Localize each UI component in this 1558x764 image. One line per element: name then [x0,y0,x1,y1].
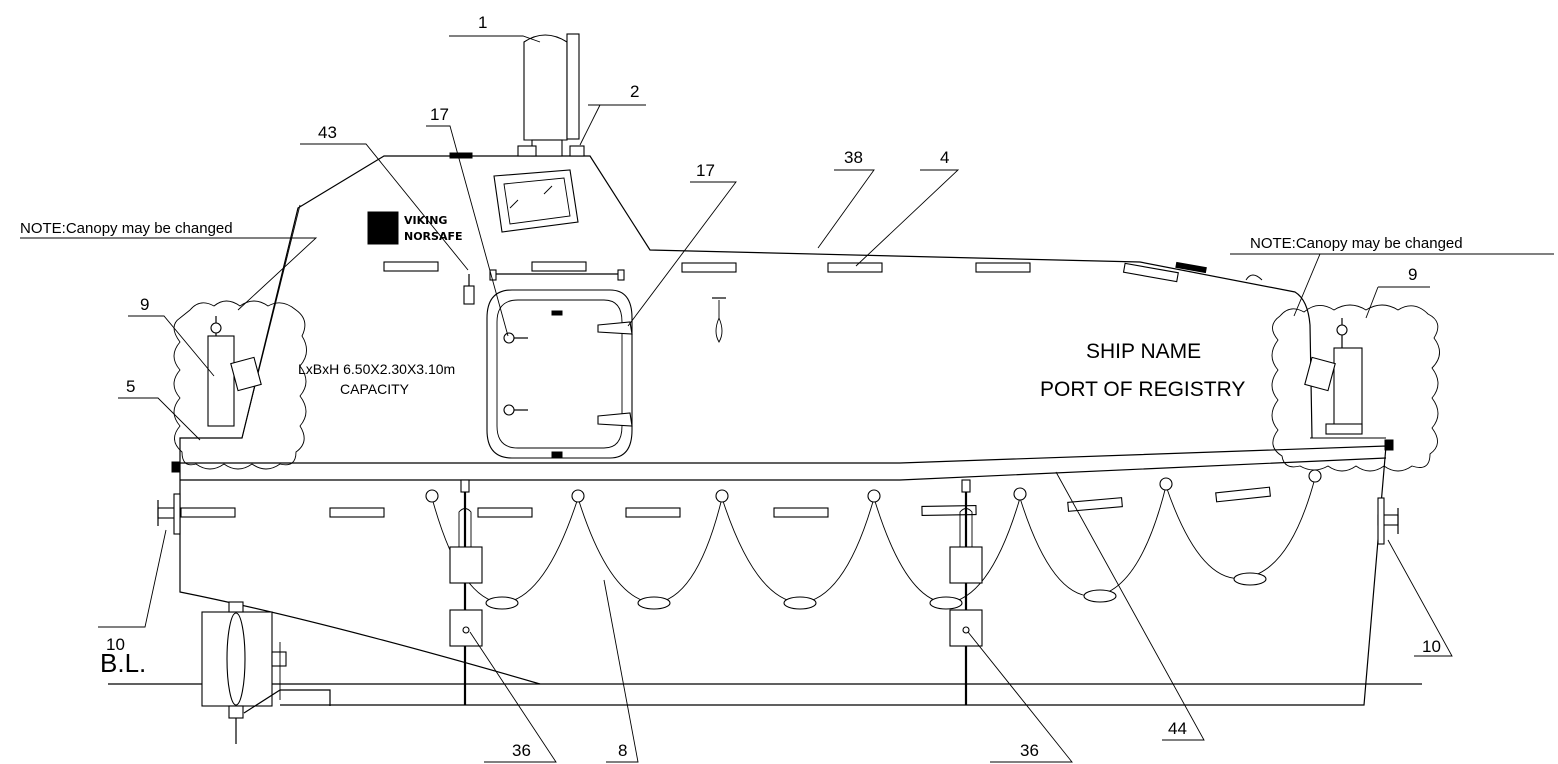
baseline: B.L. [100,648,1422,685]
dimensions-text: LxBxH 6.50X2.30X3.10m [298,361,455,377]
callout-36-left: 36 [512,741,531,760]
fender-left [157,493,181,535]
roof-handrails [1175,261,1263,281]
callout-4: 4 [940,148,949,167]
ship-name-text: SHIP NAME [1086,340,1201,363]
callouts: 1 2 43 17 17 38 4 9 9 5 10 10 36 8 36 44 [106,13,1441,760]
callout-38: 38 [844,148,863,167]
callout-17-left: 17 [430,105,449,124]
callout-1: 1 [478,13,487,32]
grab-line [425,469,1322,610]
callout-43: 43 [318,123,337,142]
callout-9-left: 9 [140,295,149,314]
callout-10-right: 10 [1422,637,1441,656]
canopy [179,155,1386,463]
lifting-strap-right [949,479,983,705]
canopy-reflective-strips [383,261,1179,283]
note-left: NOTE:Canopy may be changed [20,220,233,237]
side-door [486,269,633,459]
right-cloud [1271,304,1440,472]
rudder-assembly [201,601,331,744]
canopy-window [449,152,579,233]
painter-hook [712,297,726,343]
leader-lines [20,35,1554,763]
callout-9-right: 9 [1408,265,1417,284]
baseline-label: B.L. [100,648,146,678]
brand-logo: VIKING NORSAFE [367,211,463,245]
callout-8: 8 [618,741,627,760]
flash-light [463,274,475,305]
capacity-text: CAPACITY [340,381,410,397]
callout-17-right: 17 [696,161,715,180]
callout-5: 5 [126,377,135,396]
logo-line1: VIKING [404,214,447,227]
left-cloud [173,300,307,470]
callout-36-right: 36 [1020,741,1039,760]
lifting-strap-left [449,479,483,705]
logo-line2: NORSAFE [404,230,463,243]
callout-44: 44 [1168,719,1187,738]
mast [517,33,585,157]
hull-reflective-strips [180,486,1271,518]
port-of-registry-text: PORT OF REGISTRY [1040,378,1245,401]
note-right: NOTE:Canopy may be changed [1250,235,1463,252]
callout-10-left: 10 [106,635,125,654]
callout-2: 2 [630,82,639,101]
hull [171,439,1394,706]
fender-right [1377,497,1399,545]
